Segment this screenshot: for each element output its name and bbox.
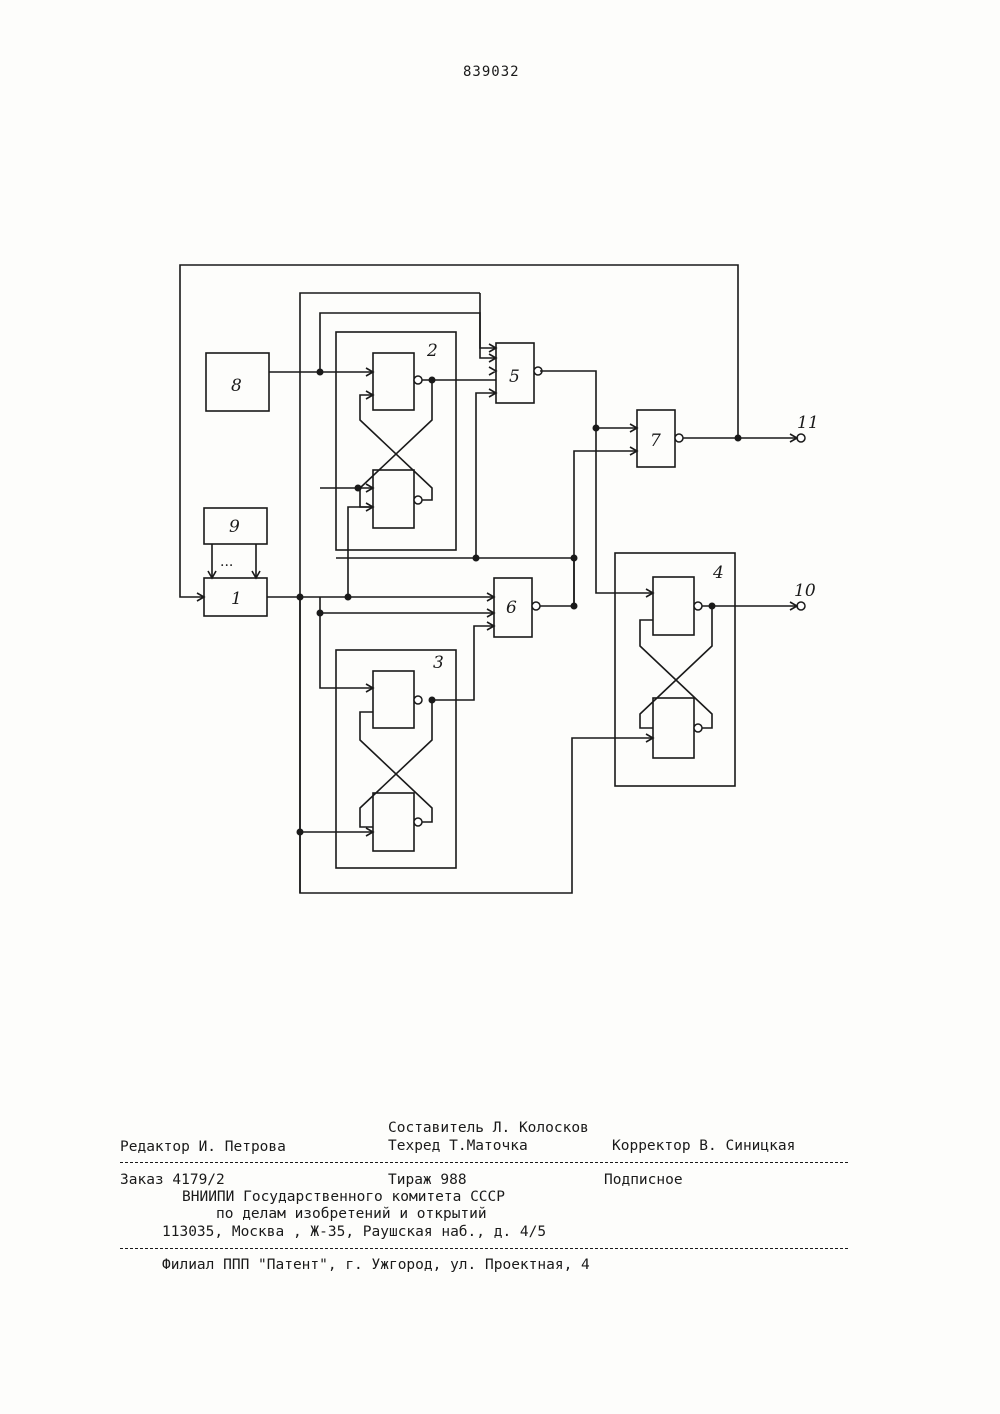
separator-top xyxy=(120,1162,848,1163)
order-number: Заказ 4179/2 xyxy=(120,1172,225,1188)
organization-line-2: по делам изобретений и открытий xyxy=(216,1206,487,1222)
print-run: Тираж 988 xyxy=(388,1172,467,1188)
tech-editor: Техред Т.Маточка xyxy=(388,1138,528,1154)
composer: Составитель Л. Колосков xyxy=(388,1120,589,1136)
branch-address: Филиал ППП "Патент", г. Ужгород, ул. Про… xyxy=(162,1257,590,1273)
subscription: Подписное xyxy=(604,1172,683,1188)
separator-bottom xyxy=(120,1248,848,1249)
organization-line-1: ВНИИПИ Государственного комитета СССР xyxy=(182,1189,505,1205)
address: 113035, Москва , Ж-35, Раушская наб., д.… xyxy=(162,1224,546,1240)
editor: Редактор И. Петрова xyxy=(120,1139,286,1155)
proofreader: Корректор В. Синицкая xyxy=(612,1138,795,1154)
